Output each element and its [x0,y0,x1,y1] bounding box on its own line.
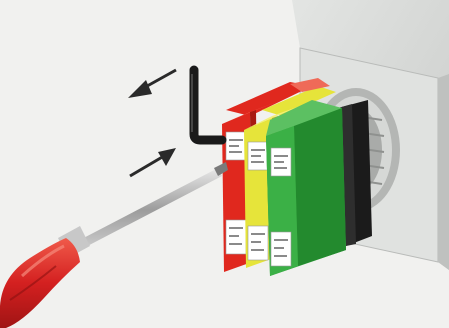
allen-key-icon [192,70,222,140]
screwdriver-icon [0,162,228,328]
contact-block-green [266,100,346,276]
arrow-up-left-icon [128,70,176,98]
arrow-down-right-icon [130,148,176,176]
